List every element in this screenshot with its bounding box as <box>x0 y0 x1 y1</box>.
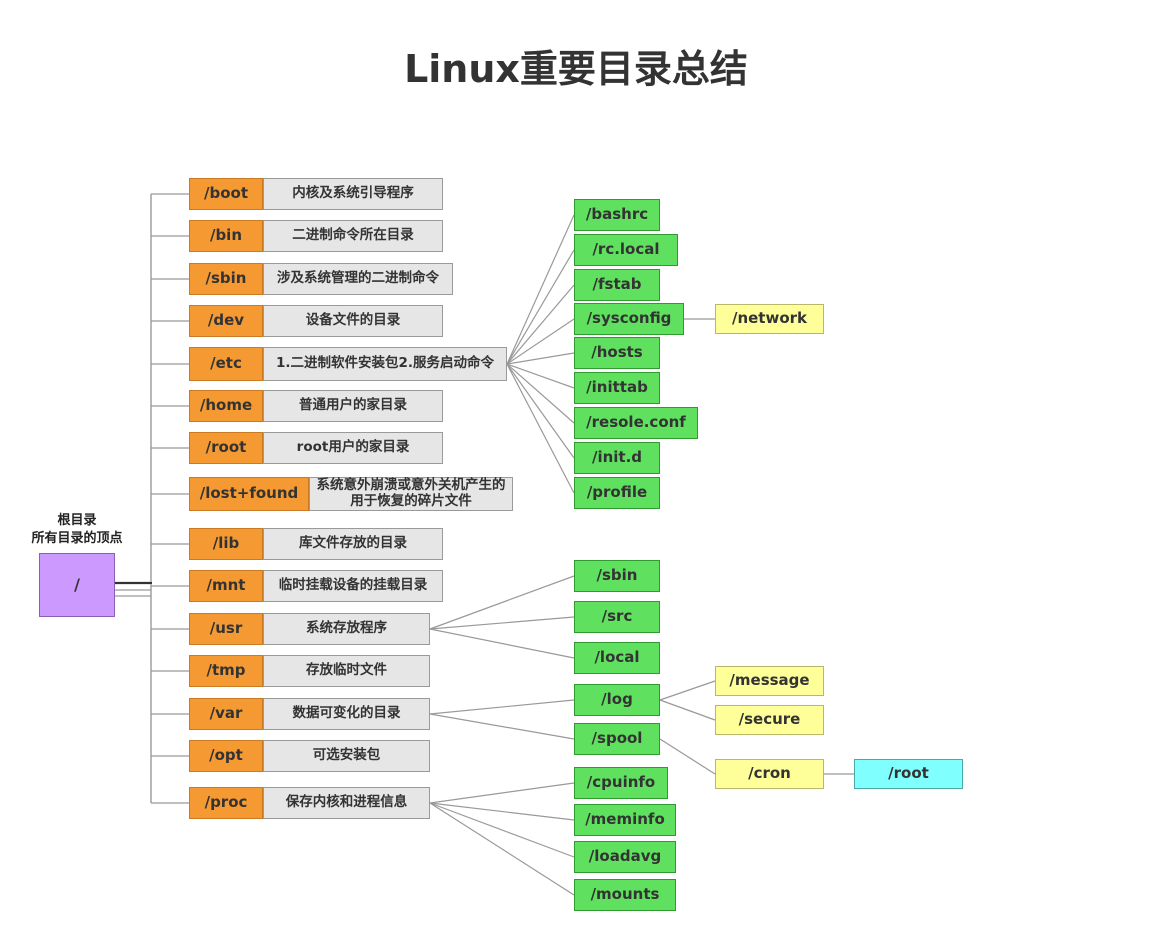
dir-tag-bin[interactable]: /bin <box>189 220 263 252</box>
dir-desc-mnt[interactable]: 临时挂载设备的挂载目录 <box>263 570 443 602</box>
dir-desc-boot[interactable]: 内核及系统引导程序 <box>263 178 443 210</box>
proc-child-loadavg[interactable]: /loadavg <box>574 841 676 873</box>
etc-child-connector-5 <box>506 363 575 389</box>
root-label-line1: 根目录 <box>57 513 97 528</box>
etc-child-hosts[interactable]: /hosts <box>574 337 660 369</box>
dir-tag-opt[interactable]: /opt <box>189 740 263 772</box>
dir-tag-dev[interactable]: /dev <box>189 305 263 337</box>
cron-child-root[interactable]: /root <box>854 759 963 789</box>
page-title: Linux重要目录总结 <box>404 47 748 91</box>
dir-tag-lib[interactable]: /lib <box>189 528 263 560</box>
dir-desc-tmp[interactable]: 存放临时文件 <box>263 655 430 687</box>
dir-tag-mnt[interactable]: /mnt <box>189 570 263 602</box>
dir-tag-usr[interactable]: /usr <box>189 613 263 645</box>
etc-child-rc-local[interactable]: /rc.local <box>574 234 678 266</box>
dir-tag-proc[interactable]: /proc <box>189 787 263 819</box>
dir-tag-tmp[interactable]: /tmp <box>189 655 263 687</box>
etc-child-connector-7 <box>506 363 575 459</box>
dir-desc-home[interactable]: 普通用户的家目录 <box>263 390 443 422</box>
etc-child-connector-1 <box>506 249 575 365</box>
dir-tag-etc[interactable]: /etc <box>189 347 263 381</box>
var-child-log[interactable]: /log <box>574 684 660 716</box>
dir-desc-etc[interactable]: 1.二进制软件安装包2.服务启动命令 <box>263 347 507 381</box>
etc-child-connector-2 <box>506 284 575 365</box>
usr-child-sbin[interactable]: /sbin <box>574 560 660 592</box>
var-child-connector-0 <box>429 699 575 715</box>
dir-desc-bin[interactable]: 二进制命令所在目录 <box>263 220 443 252</box>
dir-tag-boot[interactable]: /boot <box>189 178 263 210</box>
etc-child-bashrc[interactable]: /bashrc <box>574 199 660 231</box>
dir-desc-usr[interactable]: 系统存放程序 <box>263 613 430 645</box>
log-child-connector-1 <box>659 699 716 721</box>
root-label-line2: 所有目录的顶点 <box>31 530 123 546</box>
etc-child-init-d[interactable]: /init.d <box>574 442 660 474</box>
proc-child-meminfo[interactable]: /meminfo <box>574 804 676 836</box>
spool-child-cron[interactable]: /cron <box>715 759 824 789</box>
log-child-secure[interactable]: /secure <box>715 705 824 735</box>
root-node[interactable]: / <box>39 553 115 617</box>
dir-desc-sbin[interactable]: 涉及系统管理的二进制命令 <box>263 263 453 295</box>
etc-child-connector-3 <box>506 318 575 365</box>
proc-child-connector-1 <box>429 802 575 821</box>
proc-child-connector-2 <box>429 802 575 858</box>
dir-desc-proc[interactable]: 保存内核和进程信息 <box>263 787 430 819</box>
root-label: 根目录 所有目录的顶点 <box>17 512 137 547</box>
usr-child-connector-2 <box>429 628 575 659</box>
dir-desc-lostfound[interactable]: 系统意外崩溃或意外关机产生的用于恢复的碎片文件 <box>309 477 513 511</box>
log-child-message[interactable]: /message <box>715 666 824 696</box>
proc-child-connector-3 <box>429 802 575 896</box>
dir-desc-dev[interactable]: 设备文件的目录 <box>263 305 443 337</box>
log-child-connector-0 <box>659 680 716 701</box>
usr-child-connector-1 <box>429 616 575 630</box>
dir-tag-home[interactable]: /home <box>189 390 263 422</box>
proc-child-connector-0 <box>429 782 575 804</box>
etc-child-profile[interactable]: /profile <box>574 477 660 509</box>
dir-desc-root[interactable]: root用户的家目录 <box>263 432 443 464</box>
dir-tag-lostfound[interactable]: /lost+found <box>189 477 309 511</box>
sysconfig-child-network[interactable]: /network <box>715 304 824 334</box>
usr-child-connector-0 <box>429 575 575 630</box>
dir-desc-var[interactable]: 数据可变化的目录 <box>263 698 430 730</box>
etc-child-connector-0 <box>506 214 575 365</box>
dir-desc-opt[interactable]: 可选安装包 <box>263 740 430 772</box>
usr-child-src[interactable]: /src <box>574 601 660 633</box>
dir-desc-lib[interactable]: 库文件存放的目录 <box>263 528 443 560</box>
proc-child-cpuinfo[interactable]: /cpuinfo <box>574 767 668 799</box>
etc-child-connector-6 <box>506 363 575 424</box>
usr-child-local[interactable]: /local <box>574 642 660 674</box>
etc-child-resole-conf[interactable]: /resole.conf <box>574 407 698 439</box>
etc-child-fstab[interactable]: /fstab <box>574 269 660 301</box>
etc-child-connector-4 <box>506 352 575 365</box>
etc-child-connector-8 <box>506 363 575 494</box>
dir-tag-var[interactable]: /var <box>189 698 263 730</box>
var-child-spool[interactable]: /spool <box>574 723 660 755</box>
dir-tag-root[interactable]: /root <box>189 432 263 464</box>
var-child-connector-1 <box>429 713 575 740</box>
dir-tag-sbin[interactable]: /sbin <box>189 263 263 295</box>
etc-child-inittab[interactable]: /inittab <box>574 372 660 404</box>
spool-child-connector-0 <box>659 738 716 775</box>
etc-child-sysconfig[interactable]: /sysconfig <box>574 303 684 335</box>
proc-child-mounts[interactable]: /mounts <box>574 879 676 911</box>
